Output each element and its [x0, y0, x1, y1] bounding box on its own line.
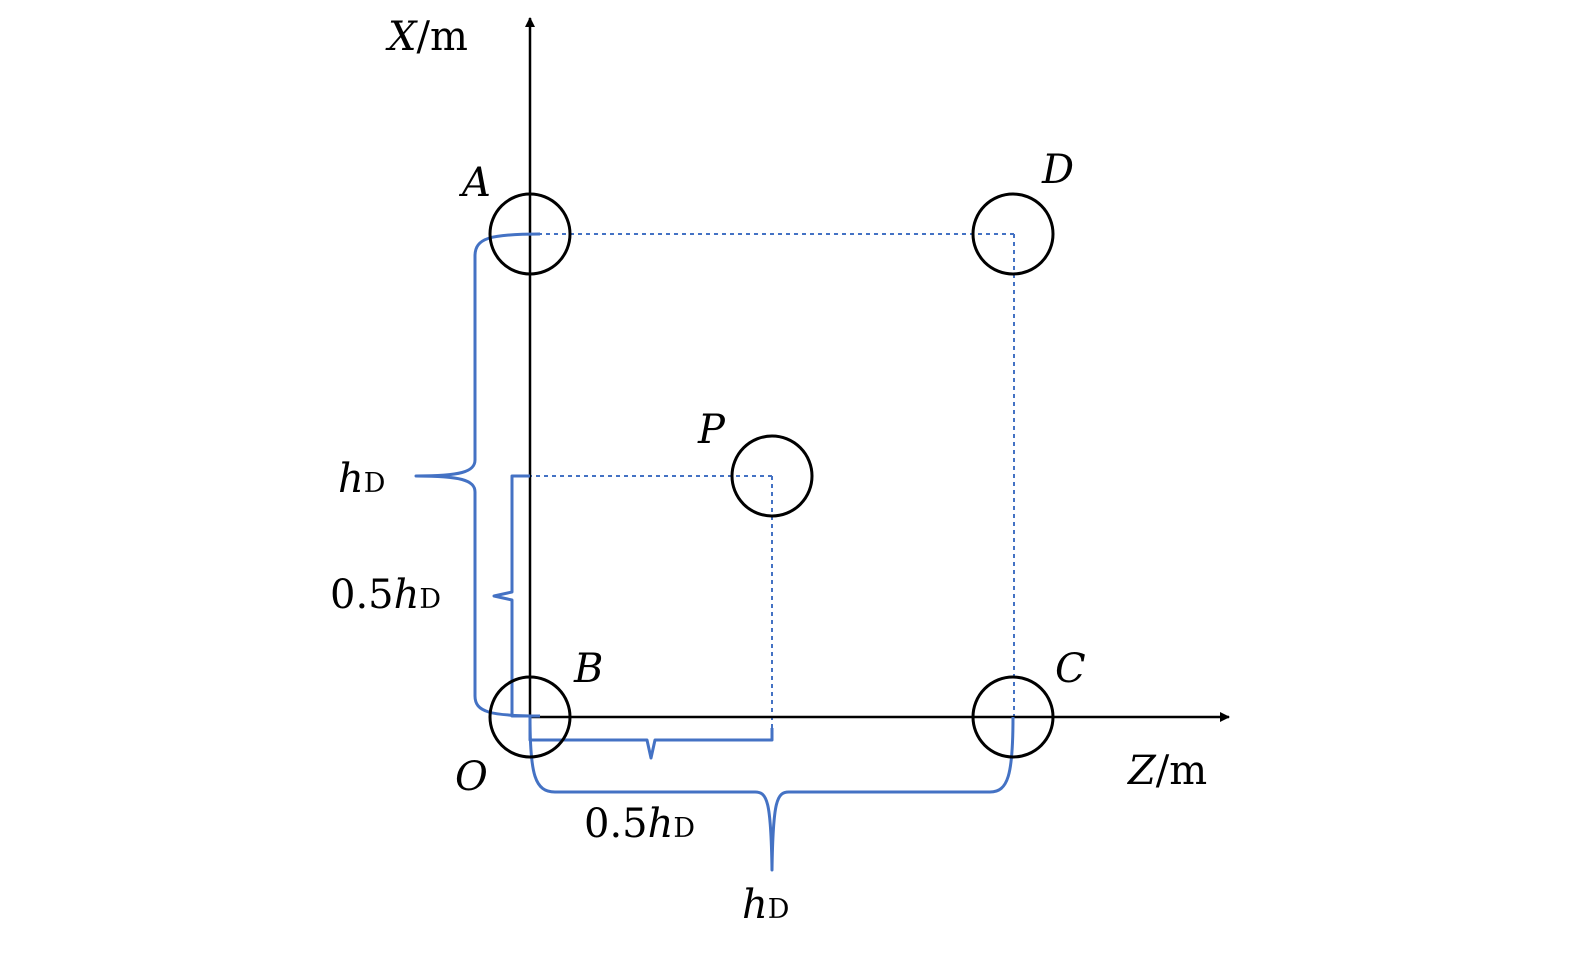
z-axis-var: Z — [1126, 748, 1157, 794]
dim-left-full-var: h — [338, 456, 364, 502]
braces — [414, 232, 1015, 872]
dim-bottom-half-sub: D — [673, 813, 695, 844]
circle-c — [971, 675, 1055, 759]
nodes — [488, 192, 1055, 759]
dim-label-left-full: hD — [338, 456, 385, 502]
x-axis-var: X — [385, 14, 418, 60]
circle-d — [971, 192, 1055, 276]
dim-bottom-full-var: h — [742, 882, 768, 928]
dim-label-bottom-full: hD — [742, 882, 789, 928]
point-label-d: D — [1041, 147, 1074, 193]
dashed-guides — [512, 233, 1015, 740]
brace-bottom-half — [528, 717, 774, 760]
dim-left-half-var: h — [394, 572, 420, 618]
dim-bottom-full-sub: D — [768, 894, 790, 925]
dim-bottom-half-coef: 0.5 — [584, 801, 648, 847]
brace-bottom-full — [528, 716, 1015, 872]
circle-p — [730, 434, 814, 518]
point-label-p: P — [697, 407, 726, 453]
axes — [525, 17, 1230, 722]
dim-left-full-sub: D — [364, 468, 386, 499]
dim-label-bottom-half: 0.5hD — [584, 801, 695, 847]
dim-left-half-coef: 0.5 — [330, 572, 394, 618]
z-axis-label: Z/m — [1126, 748, 1207, 794]
origin-label: O — [455, 754, 488, 800]
point-label-a: A — [458, 160, 491, 206]
x-axis-label: X/m — [385, 14, 468, 60]
point-label-b: B — [573, 646, 603, 692]
x-axis-unit: /m — [416, 14, 467, 60]
circle-b — [488, 675, 572, 759]
circle-a — [488, 192, 572, 276]
z-axis-unit: /m — [1156, 748, 1207, 794]
brace-left-full — [414, 232, 541, 718]
dim-label-left-half: 0.5hD — [330, 572, 441, 618]
dim-left-half-sub: D — [419, 584, 441, 615]
dim-bottom-half-var: h — [648, 801, 674, 847]
point-label-c: C — [1055, 646, 1086, 692]
brace-left-half — [492, 474, 540, 718]
